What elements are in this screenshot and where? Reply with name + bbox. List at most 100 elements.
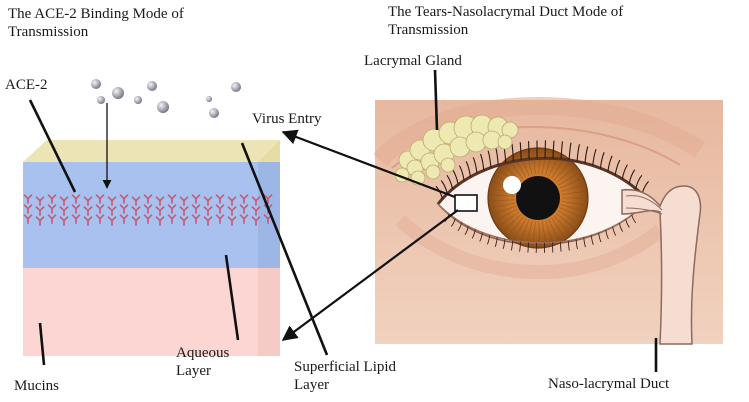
ace2-receptor-icon: [107, 206, 117, 216]
ace2-receptor-icon: [227, 206, 237, 216]
virus-particle-icon: [206, 96, 212, 102]
ace2-receptor-icon: [23, 194, 33, 204]
eye-illustration: [373, 96, 723, 345]
virus-particle-icon: [147, 81, 157, 91]
ace2-receptor-icon: [227, 196, 237, 206]
ace2-leader: [28, 99, 77, 193]
entry-highlight-box: [454, 194, 478, 212]
ace2-receptor-icon: [167, 194, 177, 204]
ace2-receptor-icon: [215, 204, 225, 214]
ace2-receptor-icon: [23, 204, 33, 214]
ace2-receptor-icon: [251, 206, 261, 216]
upper-eyelashes: [435, 140, 649, 199]
ace2-receptor-icon: [131, 206, 141, 216]
tear-film-block: [23, 140, 280, 356]
ace2-receptor-icon: [23, 214, 33, 224]
ace2-receptor-icon: [251, 196, 261, 206]
ace2-receptor-icon: [191, 214, 201, 224]
ace2-receptor-icon: [203, 206, 213, 216]
ace2-receptor-icon: [203, 196, 213, 206]
ace2-receptor-icon: [83, 196, 93, 206]
ace2-receptor-icon: [35, 206, 45, 216]
lacrymal-gland-label: Lacrymal Gland: [364, 53, 462, 69]
ace2-receptor-icon: [143, 204, 153, 214]
ace2-receptor-icon: [59, 206, 69, 216]
virus-particle-icon: [157, 101, 169, 113]
ace2-receptor-icon: [107, 196, 117, 206]
right-title-line1: The Tears-Nasolacrymal Duct Mode of: [388, 4, 623, 20]
ace2-receptor-icon: [167, 214, 177, 224]
virus-particle-icon: [112, 87, 124, 99]
aqueous-label-line2: Layer: [176, 363, 211, 379]
ace2-receptor-icon: [131, 196, 141, 206]
lacrymal-gland: [394, 114, 519, 186]
ace2-receptor-icon: [119, 194, 129, 204]
virus-particle-icon: [231, 82, 241, 92]
left-title-line1: The ACE-2 Binding Mode of: [8, 6, 184, 22]
lipid-label-line1: Superficial Lipid: [294, 359, 397, 375]
ace2-receptor-icon: [143, 214, 153, 224]
ace2-receptor-icon: [239, 194, 249, 204]
ace2-receptor-icon: [83, 206, 93, 216]
ace2-receptor-icon: [35, 196, 45, 206]
ace2-receptor-icon: [167, 204, 177, 214]
lipid-leader: [240, 142, 329, 356]
duct-label: Naso-lacrymal Duct: [548, 376, 670, 392]
ace2-receptor-band: [23, 194, 273, 226]
aqueous-leader: [224, 254, 240, 341]
eye-highlight: [503, 176, 521, 194]
virus-particle-icon: [209, 108, 219, 118]
ace2-receptor-icon: [239, 214, 249, 224]
virus-particle-icon: [97, 96, 105, 104]
ace2-label: ACE-2: [5, 77, 48, 93]
right-title-line2: Transmission: [388, 22, 469, 38]
left-title-line2: Transmission: [8, 24, 89, 40]
pupil: [516, 176, 560, 220]
aqueous-label-line1: Aqueous: [176, 345, 229, 361]
ace2-receptor-icon: [179, 216, 189, 226]
ace2-receptor-icon: [215, 194, 225, 204]
ace2-receptor-icon: [95, 214, 105, 224]
ace2-receptor-icon: [95, 204, 105, 214]
lower-eyelashes: [444, 213, 637, 253]
ace2-receptor-icon: [155, 196, 165, 206]
ace2-receptor-icon: [251, 216, 261, 226]
ace2-receptor-icon: [119, 214, 129, 224]
ace2-receptor-icon: [179, 196, 189, 206]
ace2-receptor-icon: [239, 204, 249, 214]
ace2-receptor-icon: [107, 216, 117, 226]
ace2-receptor-icon: [119, 204, 129, 214]
mucins-label: Mucins: [14, 378, 59, 394]
ace2-receptor-icon: [47, 194, 57, 204]
ace2-receptor-icon: [191, 204, 201, 214]
ace2-receptor-icon: [179, 206, 189, 216]
lipid-label-line2: Layer: [294, 377, 329, 393]
ace2-receptor-icon: [227, 216, 237, 226]
ace2-receptor-icon: [59, 216, 69, 226]
ace2-receptor-icon: [35, 216, 45, 226]
ace2-receptor-icon: [71, 214, 81, 224]
virus-particles: [91, 79, 241, 118]
virus-entry-arrow: [281, 129, 456, 199]
ace2-receptor-icon: [47, 204, 57, 214]
mucin-layer: [23, 268, 280, 356]
ace2-receptor-icon: [83, 216, 93, 226]
ace2-receptor-icon: [203, 216, 213, 226]
ace2-receptor-icon: [59, 196, 69, 206]
ace2-receptor-icon: [143, 194, 153, 204]
ace2-receptor-icon: [131, 216, 141, 226]
ace2-receptor-icon: [71, 194, 81, 204]
ace2-receptor-icon: [215, 214, 225, 224]
mucins-leader: [38, 322, 46, 366]
ace2-receptor-icon: [95, 194, 105, 204]
ace2-receptor-icon: [71, 204, 81, 214]
ace2-receptor-icon: [47, 214, 57, 224]
ace2-receptor-icon: [191, 194, 201, 204]
ace2-receptor-icon: [155, 206, 165, 216]
virus-particle-icon: [91, 79, 101, 89]
virus-particle-icon: [134, 96, 142, 104]
gland-leader: [433, 69, 439, 131]
ace2-receptor-icon: [263, 194, 273, 204]
